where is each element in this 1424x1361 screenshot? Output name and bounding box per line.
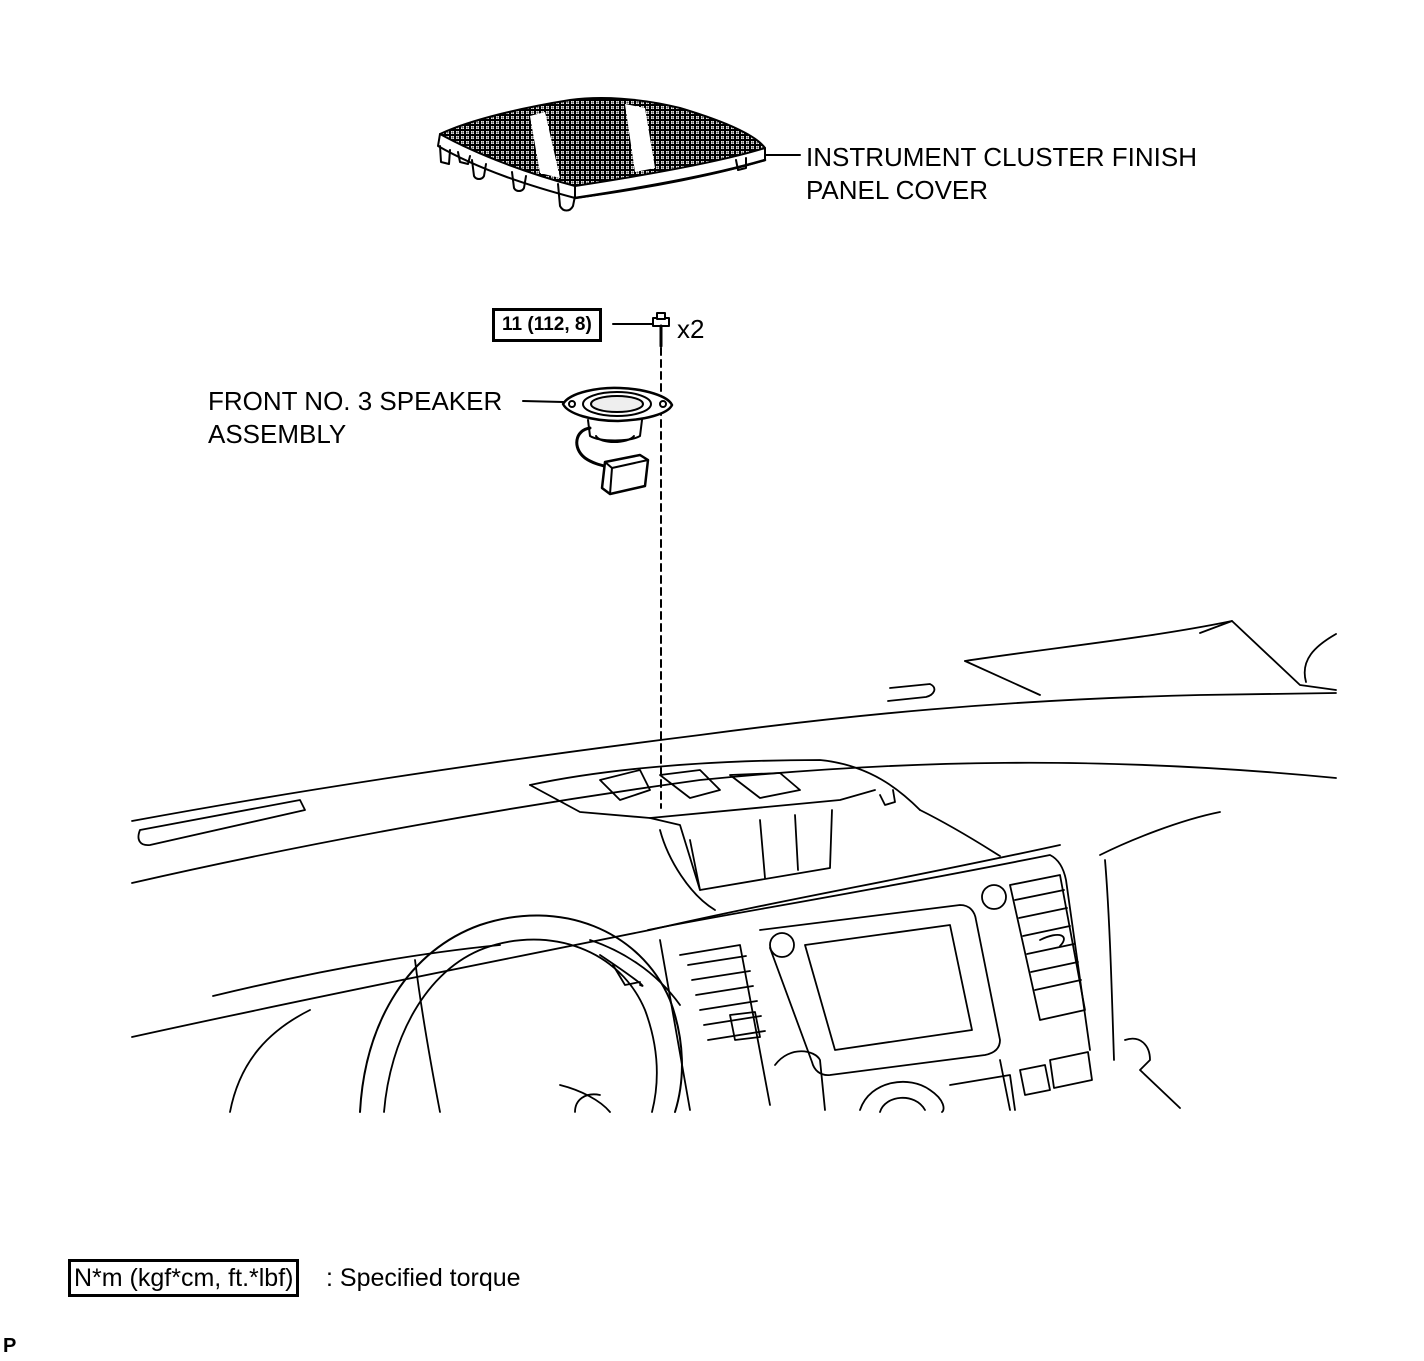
speaker-leader-line [522,400,564,403]
instrument-cluster-finish-panel-cover [437,97,767,212]
corner-code: P [3,1335,17,1357]
quantity-label: x2 [677,314,705,344]
legend-description: : Specified torque [326,1264,521,1292]
speaker-label-line1: FRONT NO. 3 SPEAKER [208,386,503,416]
torque-spec-box: 11 (112, 8) [492,308,602,342]
legend-unit-box: N*m (kgf*cm, ft.*lbf) [68,1259,300,1297]
cover-label-line2: PANEL COVER [806,175,989,205]
instrument-panel-drawing [131,620,1337,1113]
speaker-label-line2: ASSEMBLY [208,419,347,449]
front-no3-speaker-assembly [561,386,674,496]
cover-label-line1: INSTRUMENT CLUSTER FINISH [806,142,1197,172]
bolt-icon [652,312,670,348]
